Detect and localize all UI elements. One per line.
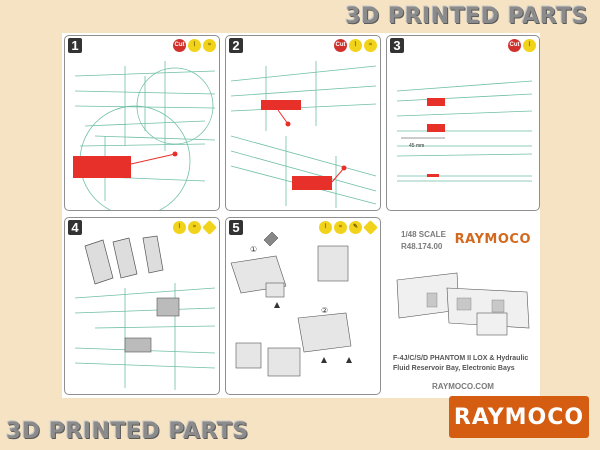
step-icons: Cut ⌇ ≈ (334, 39, 377, 52)
sand-icon: ≈ (364, 39, 377, 52)
step-diagram (230, 61, 377, 208)
product-title-line-2: Fluid Reservoir Bay, Electronic Bays (393, 365, 515, 372)
raymoco-logo: RAYMOCO (449, 396, 589, 438)
step-icons: ⌇ ≈ (173, 220, 217, 235)
product-title-line-1: F-4J/C/S/D PHANTOM II LOX & Hydraulic (393, 355, 529, 362)
step-diagram: 45 mm (396, 80, 533, 182)
paint-icon: ✎ (349, 221, 362, 234)
step-diagram (74, 235, 216, 390)
dimension-label: 45 mm (409, 143, 424, 149)
paint-icon: ≈ (188, 221, 201, 234)
step-marker-2: ② (321, 306, 328, 315)
glue-icon: ⌇ (188, 39, 201, 52)
cut-icon: Cut (508, 39, 521, 52)
step-icons: Cut ⌇ (508, 39, 536, 52)
step-diagram: ① ② (230, 231, 352, 377)
step-icons: Cut ⌇ ≈ (173, 39, 216, 52)
brand-wordmark: RAYMOCO (454, 232, 531, 247)
step-number: 4 (68, 220, 82, 235)
highlighted-part (292, 176, 332, 190)
step-marker-1: ① (250, 245, 257, 254)
step-number: 5 (229, 220, 243, 235)
glue-icon: ⌇ (173, 221, 186, 234)
product-title: F-4J/C/S/D PHANTOM II LOX & Hydraulic Fl… (393, 354, 533, 374)
step-panel-3: 3 Cut ⌇ 45 mm (386, 35, 540, 211)
sand-icon: ≈ (334, 221, 347, 234)
glue-icon: ⌇ (349, 39, 362, 52)
banner-top: 3D PRINTED PARTS (345, 4, 588, 29)
highlighted-part (427, 124, 445, 132)
sand-icon: ≈ (203, 39, 216, 52)
glue-icon: ⌇ (523, 39, 536, 52)
banner-bottom: 3D PRINTED PARTS (6, 419, 249, 444)
product-code: R48.174.00 (401, 242, 443, 251)
instruction-sheet: 1 Cut ⌇ ≈ 2 Cut ⌇ ≈ (62, 33, 540, 398)
highlighted-part (427, 98, 445, 106)
cut-icon: Cut (334, 39, 347, 52)
step-panel-5: 5 ⌇ ≈ ✎ ① ② (225, 217, 381, 395)
step-number: 1 (68, 38, 82, 53)
info-panel: 1/48 SCALE R48.174.00 RAYMOCO F-4J/C/S/D… (386, 217, 540, 395)
step-panel-1: 1 Cut ⌇ ≈ (64, 35, 220, 211)
step-number: 2 (229, 38, 243, 53)
assembly-preview (396, 272, 530, 336)
highlighted-part (73, 156, 131, 178)
highlighted-part (261, 100, 301, 110)
cut-icon: Cut (173, 39, 186, 52)
step-number: 3 (390, 38, 404, 53)
logo-text: RAYMOCO (453, 404, 585, 430)
highlighted-part (427, 174, 439, 177)
scale-label: 1/48 SCALE (401, 230, 446, 239)
glue-icon: ⌇ (319, 221, 332, 234)
website-link[interactable]: RAYMOCO.COM (432, 382, 494, 391)
step-diagram (73, 61, 216, 210)
step-panel-2: 2 Cut ⌇ ≈ (225, 35, 381, 211)
step-icons: ⌇ ≈ ✎ (319, 220, 378, 235)
step-panel-4: 4 ⌇ ≈ (64, 217, 220, 395)
